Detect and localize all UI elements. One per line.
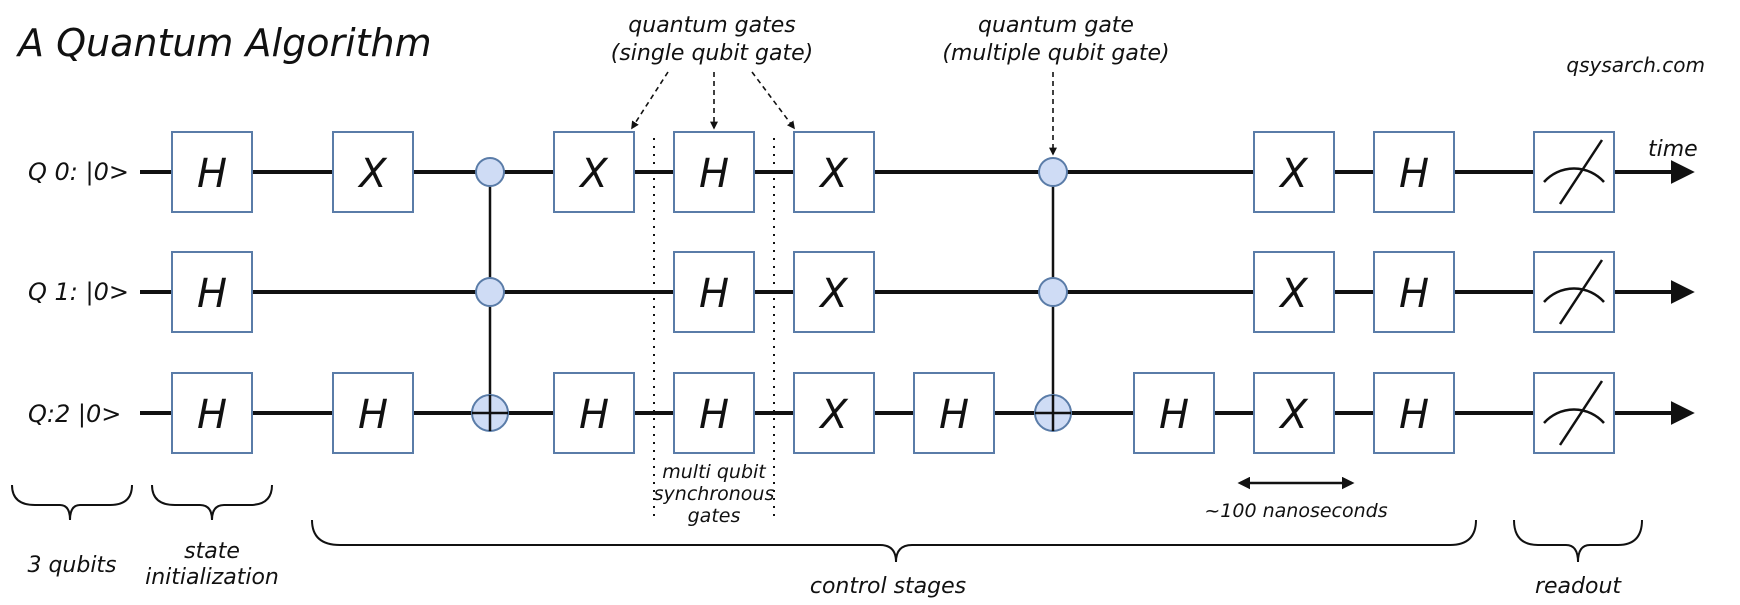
svg-text:H: H [1399,392,1429,438]
annotation-sync-line3: gates [688,505,741,527]
gate-x: X [793,372,875,454]
meter-icon [1533,131,1615,213]
gate-x: X [1253,372,1335,454]
qubit-label-q1: Q 1: |0> [28,278,129,306]
svg-text:X: X [818,151,849,197]
annotation-sync-line1: multi qubit [662,461,767,483]
gate-h: H [1373,372,1455,454]
svg-text:X: X [357,151,388,197]
annotation-sync-line2: synchronous [654,483,775,505]
svg-text:H: H [699,151,729,197]
gate-x: X [1253,251,1335,333]
brace-readout [1513,519,1643,563]
target-plus-icon [471,394,509,432]
control-dot [475,157,505,187]
meter-icon [1533,251,1615,333]
gate-x: X [793,251,875,333]
gate-x: X [1253,131,1335,213]
gate-x: X [793,131,875,213]
annotation-timing: ~100 nanoseconds [1204,500,1387,522]
svg-text:H: H [579,392,609,438]
brace-label-readout: readout [1535,574,1622,599]
gate-h: H [1133,372,1215,454]
svg-text:H: H [197,151,227,197]
control-dot [1038,157,1068,187]
source-label: qsysarch.com [1566,53,1705,77]
svg-text:H: H [939,392,969,438]
time-label: time [1648,137,1698,162]
diagram-title: A Quantum Algorithm [15,21,432,65]
control-dot [475,277,505,307]
brace-label-init-line2: initialization [145,565,279,590]
qubit-label-q0: Q 0: |0> [28,158,129,186]
target-plus-icon [1034,394,1072,432]
annotation-single-gates-line1: quantum gates [628,13,795,38]
svg-text:H: H [1399,151,1429,197]
gate-h: H [913,372,995,454]
brace-label-control: control stages [810,574,966,599]
control-dot [1038,277,1068,307]
svg-text:H: H [699,392,729,438]
gate-h: H [673,251,755,333]
svg-text:H: H [1399,271,1429,317]
annotation-multi-gate-line1: quantum gate [978,13,1134,38]
annotation-arrow [631,71,669,130]
svg-text:H: H [197,392,227,438]
gate-h: H [332,372,414,454]
gate-h: H [1373,131,1455,213]
gate-x: X [332,131,414,213]
brace-label-init-line1: state [184,539,240,564]
svg-text:X: X [818,392,849,438]
svg-text:X: X [1278,392,1309,438]
gate-h: H [171,372,253,454]
brace-initialization [151,484,273,521]
svg-text:H: H [197,271,227,317]
annotation-single-gates-line2: (single qubit gate) [611,41,814,66]
svg-text:X: X [1278,151,1309,197]
gate-h: H [553,372,635,454]
gate-h: H [171,131,253,213]
svg-text:X: X [1278,271,1309,317]
gate-h: H [1373,251,1455,333]
gate-h: H [171,251,253,333]
svg-text:X: X [818,271,849,317]
annotation-multi-gate-line2: (multiple qubit gate) [942,41,1169,66]
svg-text:H: H [1159,392,1189,438]
meter-icon [1533,372,1615,454]
qubit-label-q2: Q:2 |0> [28,400,121,428]
gate-h: H [673,131,755,213]
annotation-arrow [751,71,795,130]
gate-x: X [553,131,635,213]
gate-h: H [673,372,755,454]
brace-label-qubits: 3 qubits [27,553,116,578]
brace-control [311,519,1477,563]
svg-text:X: X [578,151,609,197]
brace-qubits [11,484,133,521]
svg-text:H: H [699,271,729,317]
svg-text:H: H [358,392,388,438]
